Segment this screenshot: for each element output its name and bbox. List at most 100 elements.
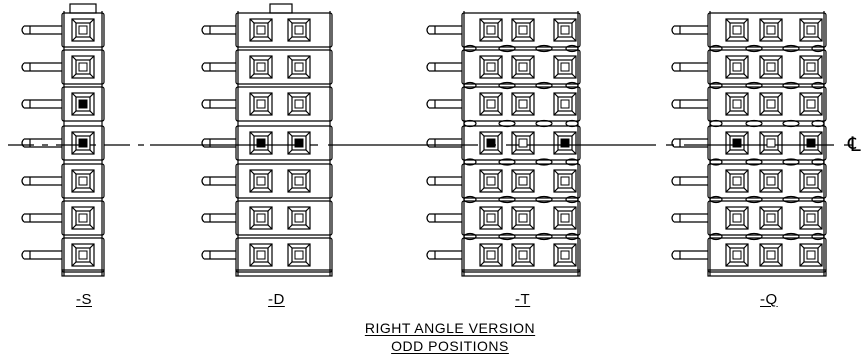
gap-oval xyxy=(811,195,825,204)
contact-square xyxy=(479,206,503,230)
gap-oval xyxy=(565,232,579,241)
bottom-foot xyxy=(461,269,581,277)
pin-tail xyxy=(21,62,62,72)
contact-square xyxy=(511,18,535,42)
body-segment xyxy=(235,125,333,161)
gap-oval xyxy=(535,81,553,90)
gap-oval xyxy=(782,158,800,166)
contact-square xyxy=(249,131,273,155)
contact-square xyxy=(553,206,577,230)
contact-square xyxy=(799,92,823,116)
pin-tail xyxy=(426,62,462,72)
gap-oval xyxy=(535,195,553,204)
contact-square xyxy=(799,169,823,193)
gap-oval xyxy=(709,44,723,53)
contact-square xyxy=(249,206,273,230)
gap-oval xyxy=(498,44,516,53)
pin-tail xyxy=(426,99,462,109)
contact-square xyxy=(249,243,273,267)
gap-oval xyxy=(463,81,477,90)
contact-square xyxy=(725,18,749,42)
contact-square xyxy=(287,92,311,116)
contact-square xyxy=(553,55,577,79)
bottom-foot xyxy=(235,269,333,277)
contact-square xyxy=(479,131,503,155)
gap-oval xyxy=(709,81,723,90)
contact-square xyxy=(479,55,503,79)
contact-square xyxy=(511,55,535,79)
contact-square xyxy=(553,131,577,155)
contact-square xyxy=(553,169,577,193)
gap-oval xyxy=(565,195,579,204)
gap-oval xyxy=(745,195,763,204)
contact-square xyxy=(759,206,783,230)
pin-tail xyxy=(21,99,62,109)
contact-square xyxy=(71,131,95,155)
pin-tail xyxy=(21,176,62,186)
body-segment xyxy=(235,237,333,273)
gap-oval xyxy=(498,232,516,241)
contact-square xyxy=(479,169,503,193)
gap-oval xyxy=(463,44,477,53)
pin-tail xyxy=(201,213,236,223)
gap-oval xyxy=(463,158,477,166)
body-segment xyxy=(61,200,105,236)
contact-square xyxy=(71,18,95,42)
contact-square xyxy=(725,55,749,79)
pin-tail xyxy=(671,138,708,148)
body-segment xyxy=(61,163,105,199)
gap-oval xyxy=(811,232,825,241)
contact-square xyxy=(479,92,503,116)
body-segment xyxy=(235,49,333,85)
contact-square xyxy=(725,206,749,230)
gap-oval xyxy=(498,158,516,166)
contact-square xyxy=(553,92,577,116)
pin-tail xyxy=(201,25,236,35)
gap-oval xyxy=(565,81,579,90)
pin-tail xyxy=(201,250,236,260)
contact-square xyxy=(759,18,783,42)
gap-oval xyxy=(463,195,477,204)
gap-oval xyxy=(782,44,800,53)
pin-tail xyxy=(671,250,708,260)
gap-oval xyxy=(782,195,800,204)
contact-square xyxy=(479,18,503,42)
contact-square xyxy=(799,131,823,155)
gap-oval xyxy=(745,158,763,166)
gap-oval xyxy=(782,81,800,90)
pin-tail xyxy=(426,25,462,35)
top-tab xyxy=(269,3,293,14)
pin-tail xyxy=(426,176,462,186)
gap-oval xyxy=(535,158,553,166)
pin-tail xyxy=(671,99,708,109)
body-segment xyxy=(707,12,827,48)
body-segment xyxy=(461,200,581,236)
contact-square xyxy=(71,243,95,267)
contact-square xyxy=(725,243,749,267)
gap-oval xyxy=(709,232,723,241)
gap-oval xyxy=(498,81,516,90)
body-segment xyxy=(461,12,581,48)
pin-tail xyxy=(21,25,62,35)
contact-square xyxy=(799,206,823,230)
contact-square xyxy=(287,206,311,230)
contact-square xyxy=(71,206,95,230)
body-segment xyxy=(235,86,333,122)
contact-square xyxy=(759,92,783,116)
body-segment xyxy=(707,200,827,236)
body-segment xyxy=(707,49,827,85)
contact-square xyxy=(759,55,783,79)
body-segment xyxy=(461,86,581,122)
contact-square xyxy=(479,243,503,267)
gap-oval xyxy=(463,232,477,241)
gap-oval xyxy=(565,44,579,53)
gap-oval xyxy=(745,44,763,53)
body-segment xyxy=(61,125,105,161)
body-segment xyxy=(707,125,827,161)
contact-square xyxy=(287,18,311,42)
gap-oval xyxy=(709,195,723,204)
pin-tail xyxy=(201,138,236,148)
pin-tail xyxy=(426,138,462,148)
contact-square xyxy=(249,18,273,42)
